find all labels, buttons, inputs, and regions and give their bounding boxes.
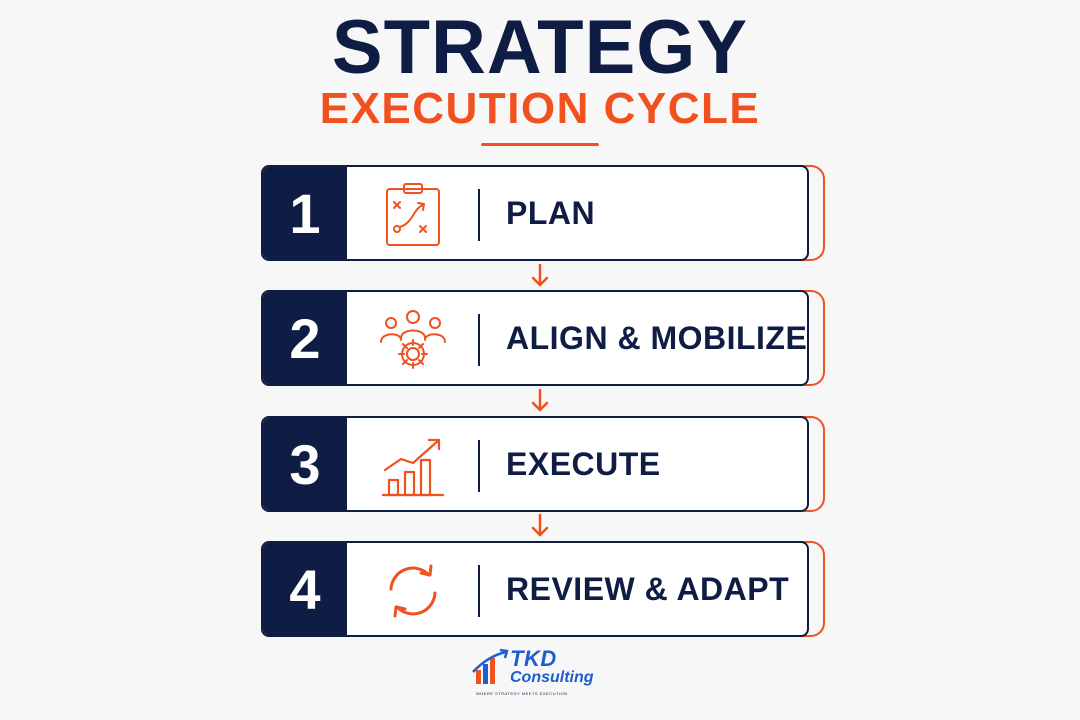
- logo-text-tkd: TKD: [510, 646, 557, 671]
- logo-tagline: WHERE STRATEGY MEETS EXECUTION: [476, 691, 568, 696]
- title-main: STRATEGY: [331, 5, 749, 90]
- step-1: 1 PLAN: [261, 165, 827, 261]
- step-label: PLAN: [506, 194, 596, 231]
- step-divider: [478, 440, 480, 492]
- down-arrow-icon: [531, 263, 549, 287]
- step-card: 4 REVIEW & ADAPT: [261, 541, 809, 637]
- step-divider: [478, 565, 480, 617]
- step-card: 2 ALIGN & MOBILIZE: [261, 290, 809, 386]
- step-number: 4: [263, 543, 347, 635]
- clipboard-strategy-icon: [386, 183, 440, 246]
- step-3: 3 EXECUTE: [261, 416, 827, 512]
- title-underline: [481, 143, 599, 146]
- step-label: REVIEW & ADAPT: [506, 570, 790, 607]
- step-divider: [478, 314, 480, 366]
- tkd-consulting-logo: TKD Consulting WHERE STRATEGY MEETS EXEC…: [470, 644, 610, 704]
- step-number: 3: [263, 418, 347, 510]
- step-card: 3 EXECUTE: [261, 416, 809, 512]
- refresh-cycle-icon: [389, 564, 437, 618]
- step-number: 1: [263, 167, 347, 259]
- team-gear-icon: [380, 310, 446, 369]
- step-card: 1 PLAN: [261, 165, 809, 261]
- step-label: EXECUTE: [506, 445, 661, 482]
- title-sub: EXECUTION CYCLE: [319, 84, 761, 133]
- step-label: ALIGN & MOBILIZE: [506, 319, 808, 356]
- logo-chart-icon: [472, 648, 509, 684]
- down-arrow-icon: [531, 513, 549, 537]
- step-number: 2: [263, 292, 347, 384]
- step-divider: [478, 189, 480, 241]
- step-4: 4 REVIEW & ADAPT: [261, 541, 827, 637]
- down-arrow-icon: [531, 388, 549, 412]
- growth-chart-icon: [381, 438, 445, 497]
- step-2: 2 ALIGN & MOBILIZE: [261, 290, 827, 386]
- logo-text-consulting: Consulting: [510, 669, 594, 686]
